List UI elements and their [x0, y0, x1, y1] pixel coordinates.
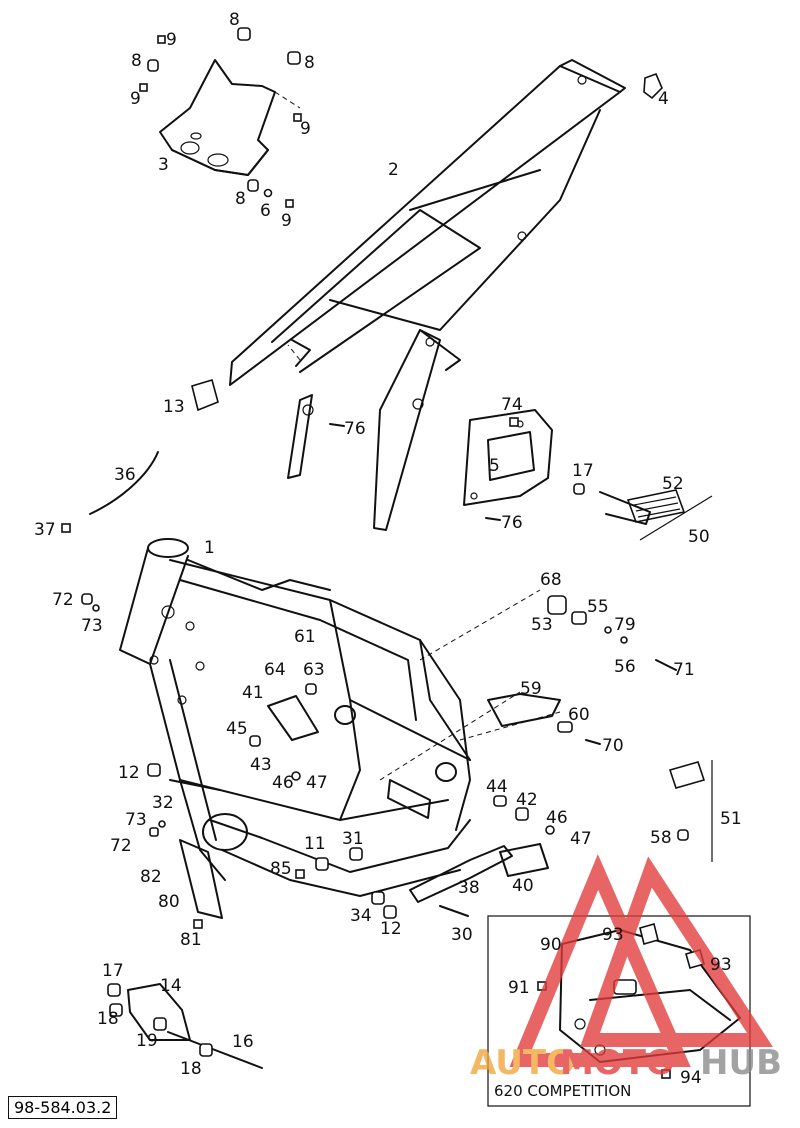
small-hardware: [61, 417, 689, 1057]
watermark-brand-moto: MOTO: [560, 1043, 675, 1083]
part-label: 71: [673, 660, 695, 680]
part-label: 79: [614, 615, 636, 635]
part-label: 52: [662, 474, 684, 494]
part-label: 9: [166, 30, 177, 50]
part-label: 53: [531, 615, 553, 635]
part-label: 55: [587, 597, 609, 617]
part-label: 8: [235, 189, 246, 209]
part-label: 74: [501, 395, 523, 415]
part-label: 37: [34, 520, 56, 540]
part-label: 76: [501, 513, 523, 533]
watermark-brand-auto: AUTO: [470, 1043, 575, 1083]
part-label: 70: [602, 736, 624, 756]
part-label: 30: [451, 925, 473, 945]
footrest-part-59: [487, 693, 561, 727]
part-label: 4: [658, 89, 669, 109]
part-label: 12: [118, 763, 140, 783]
part-label: 43: [250, 755, 272, 775]
skid-plate-hardware: [139, 27, 302, 208]
part-label: 93: [710, 955, 732, 975]
plate-part-5: [463, 409, 553, 506]
lever-part-38: [409, 845, 513, 903]
watermark-logo: AUTO MOTO HUB: [470, 854, 782, 1083]
part-label: 73: [125, 810, 147, 830]
part-label: 80: [158, 892, 180, 912]
part-label: 42: [516, 790, 538, 810]
part-label: 51: [720, 809, 742, 829]
subframe-drawing: [229, 59, 626, 531]
part-label: 2: [388, 160, 399, 180]
part-label: 34: [350, 906, 372, 926]
part-label: 8: [229, 10, 240, 30]
part-label: 8: [131, 51, 142, 71]
part-label: 3: [158, 155, 169, 175]
footrest-pad-52: [599, 489, 713, 541]
footrest-part-41: [267, 695, 319, 741]
part-label: 19: [136, 1031, 158, 1051]
part-label: 47: [570, 829, 592, 849]
part-label: 13: [163, 397, 185, 417]
part-label: 94: [680, 1068, 702, 1088]
part-label: 5: [489, 456, 500, 476]
part-label: 47: [306, 773, 328, 793]
part-label: 81: [180, 930, 202, 950]
part-label: 40: [512, 876, 534, 896]
part-label: 44: [486, 777, 508, 797]
part-label: 59: [520, 679, 542, 699]
part-label: 73: [81, 616, 103, 636]
part-label: 18: [180, 1059, 202, 1079]
footrest-part-40: [499, 843, 549, 877]
part-label: 9: [130, 89, 141, 109]
part-label: 9: [300, 119, 311, 139]
part-label: 72: [110, 836, 132, 856]
part-label: 90: [540, 935, 562, 955]
part-label: 38: [458, 878, 480, 898]
part-label: 46: [272, 773, 294, 793]
part-label: 1: [204, 538, 215, 558]
part-label: 68: [540, 570, 562, 590]
skid-plate-drawing: [159, 59, 301, 176]
part-label: 72: [52, 590, 74, 610]
part-label: 32: [152, 793, 174, 813]
part-labels: 8 9 8 8 9 9 3 4 2 8 6 9 13 74 76 5 36 17…: [34, 10, 742, 1088]
part-label: 14: [160, 976, 182, 996]
hose-part-36: [89, 451, 159, 515]
part-label: 9: [281, 211, 292, 231]
part-label: 64: [264, 660, 286, 680]
part-51: [668, 761, 706, 789]
part-label: 63: [303, 660, 325, 680]
part-label: 18: [97, 1009, 119, 1029]
bumper-part-13: [191, 378, 219, 412]
part-label: 12: [380, 919, 402, 939]
part-label: 8: [304, 53, 315, 73]
part-label: 16: [232, 1032, 254, 1052]
inset-caption: 620 COMPETITION: [494, 1082, 631, 1100]
watermark-brand-hub: HUB: [700, 1043, 782, 1083]
part-label: 61: [294, 627, 316, 647]
part-label: 91: [508, 978, 530, 998]
part-label: 11: [304, 834, 326, 854]
part-label: 46: [546, 808, 568, 828]
part-label: 85: [270, 859, 292, 879]
part-label: 41: [242, 683, 264, 703]
part-label: 45: [226, 719, 248, 739]
part-label: 93: [602, 925, 624, 945]
part-label: 50: [688, 527, 710, 547]
drawing-code: 98-584.03.2: [8, 1096, 118, 1119]
part-label: 17: [102, 961, 124, 981]
part-label: 36: [114, 465, 136, 485]
part-label: 6: [260, 201, 271, 221]
part-label: 56: [614, 657, 636, 677]
part-label: 76: [344, 419, 366, 439]
part-label: 58: [650, 828, 672, 848]
plug-part-4: [643, 72, 663, 100]
part-label: 17: [572, 461, 594, 481]
part-label: 82: [140, 867, 162, 887]
guard-part-80: [179, 839, 223, 919]
main-frame-drawing: [119, 538, 471, 897]
part-label: 31: [342, 829, 364, 849]
part-label: 60: [568, 705, 590, 725]
